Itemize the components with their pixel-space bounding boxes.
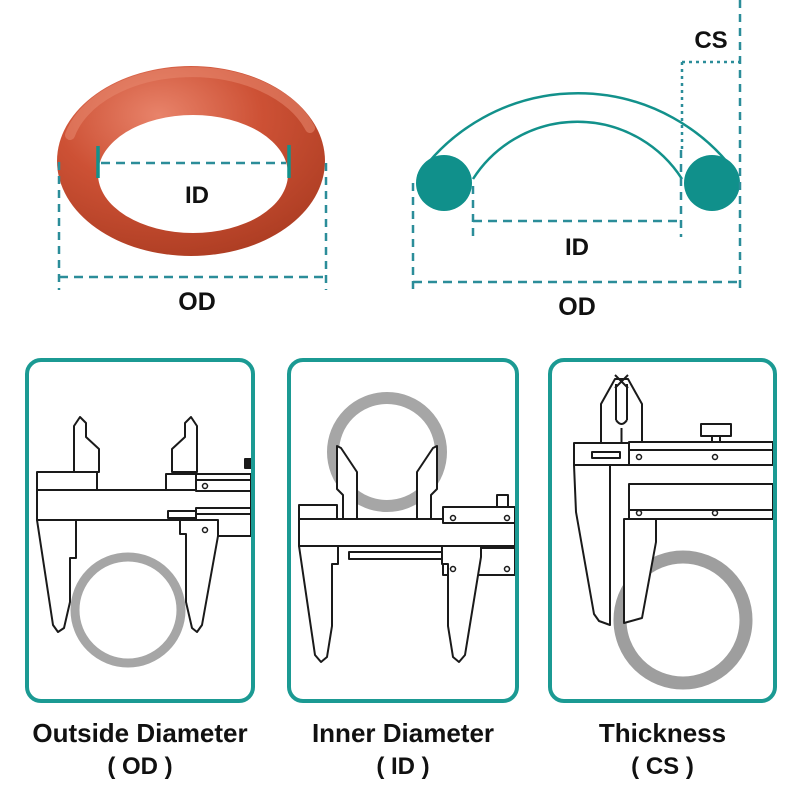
caliper-thickness-measure-drawing (573, 374, 773, 690)
oring-photo-figure: ID OD (57, 66, 328, 316)
id-label: ID (565, 234, 589, 261)
cross-section-circle-right (684, 155, 740, 211)
gray-oring-outside (70, 552, 186, 668)
gray-oring-inner (327, 392, 447, 512)
cross-section-circle-left (416, 155, 472, 211)
oring-cross-section-figure: CS ID OD (411, 0, 742, 321)
panel-outside-diameter (25, 358, 255, 703)
caliper-needle-tip (614, 374, 629, 443)
caption-thickness: Thickness ( CS ) (548, 716, 777, 784)
od-label: OD (558, 293, 596, 321)
caliper-outside-measure-drawing (36, 416, 251, 668)
panel-thickness (548, 358, 777, 703)
gray-oring-thickness (613, 550, 753, 690)
cs-label: CS (694, 27, 727, 54)
caption-abbr: ( ID ) (376, 753, 430, 780)
od-label: OD (178, 288, 216, 316)
red-oring-image (57, 66, 325, 256)
caption-inner-diameter: Inner Diameter ( ID ) (287, 716, 519, 784)
cross-section-drawing (416, 92, 740, 211)
caliper-inner-measure-drawing (298, 392, 515, 663)
caption-outside-diameter: Outside Diameter ( OD ) (25, 716, 255, 784)
caption-title: Outside Diameter (32, 718, 248, 748)
caption-abbr: ( CS ) (631, 753, 694, 780)
caption-abbr: ( OD ) (107, 753, 173, 780)
caption-title: Inner Diameter (311, 718, 495, 748)
id-label: ID (185, 182, 209, 209)
panel-inner-diameter (287, 358, 519, 703)
caption-title: Thickness (598, 718, 727, 748)
